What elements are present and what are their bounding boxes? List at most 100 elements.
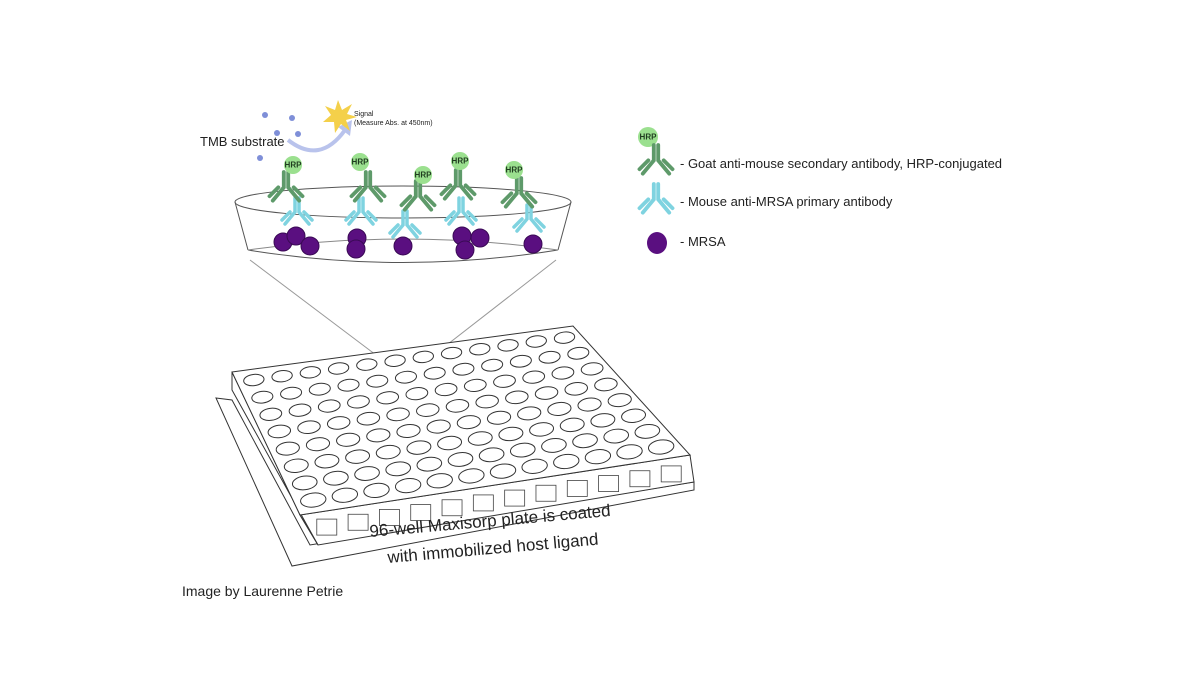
well <box>456 415 481 430</box>
well <box>345 449 371 464</box>
well <box>356 358 378 371</box>
mrsa-cell <box>300 236 320 256</box>
svg-text:HRP: HRP <box>352 158 370 167</box>
legend: HRP - Goat anti-mouse secondary antibody,… <box>637 127 1002 254</box>
signal-sub-label: (Measure Abs. at 450nm) <box>354 120 433 127</box>
svg-text:HRP: HRP <box>415 171 433 180</box>
tmb-substrate-dots <box>257 112 301 161</box>
well <box>607 393 632 408</box>
well <box>505 390 529 405</box>
magnified-well <box>234 185 572 359</box>
well <box>517 406 542 421</box>
well <box>564 381 588 396</box>
primary-antibody <box>280 196 314 226</box>
hrp-enzyme: HRP <box>351 153 369 171</box>
well <box>259 407 283 421</box>
svg-text:HRP: HRP <box>452 157 470 166</box>
well-tube <box>472 494 494 512</box>
well-tube <box>410 504 432 521</box>
well <box>366 374 389 388</box>
mrsa-cell <box>393 236 413 256</box>
well <box>385 461 412 477</box>
well <box>347 395 370 409</box>
well <box>280 386 303 400</box>
well <box>529 422 555 437</box>
well <box>356 411 381 426</box>
well <box>299 366 322 379</box>
well <box>621 408 647 423</box>
well <box>467 431 493 446</box>
well <box>394 477 422 494</box>
well <box>267 424 292 439</box>
well <box>275 441 300 456</box>
well-tube <box>566 480 588 497</box>
well <box>297 420 321 435</box>
signal-label: Signal <box>354 111 374 118</box>
well <box>336 432 361 447</box>
well <box>412 350 434 364</box>
well <box>251 390 274 404</box>
well <box>590 413 616 428</box>
well <box>475 394 499 409</box>
well <box>326 416 351 430</box>
well-tube <box>379 509 400 526</box>
well <box>434 382 458 397</box>
well <box>458 468 485 484</box>
well <box>493 374 516 388</box>
well <box>437 435 463 451</box>
secondary-antibody <box>399 179 437 212</box>
well <box>489 463 517 479</box>
well <box>394 370 417 384</box>
mrsa-cell <box>523 234 543 254</box>
substrate-label: TMB substrate <box>200 134 285 149</box>
well <box>538 350 561 364</box>
well <box>486 410 512 425</box>
mrsa-cell <box>455 240 475 260</box>
well <box>376 391 400 405</box>
well <box>551 366 575 380</box>
hrp-enzyme: HRP <box>414 166 432 184</box>
secondary-antibody <box>267 170 305 203</box>
well-tube <box>598 475 619 492</box>
hrp-enzyme: HRP <box>638 127 658 147</box>
well <box>300 492 327 508</box>
hrp-enzyme: HRP <box>284 156 302 174</box>
well <box>416 456 443 472</box>
secondary-antibody <box>439 168 477 201</box>
well <box>577 397 602 412</box>
legend-label: - Goat anti-mouse secondary antibody, HR… <box>680 156 1002 171</box>
well-tube <box>504 489 526 507</box>
well <box>541 438 567 453</box>
well <box>354 466 380 481</box>
primary-antibody-icon <box>637 182 675 215</box>
well <box>525 335 547 348</box>
well <box>452 362 475 376</box>
well <box>426 419 451 434</box>
well <box>331 487 359 503</box>
well <box>509 354 532 368</box>
well <box>553 453 580 470</box>
well <box>572 433 598 449</box>
well <box>283 458 309 473</box>
well <box>603 428 630 444</box>
hrp-enzyme: HRP <box>451 152 469 170</box>
well <box>497 339 519 352</box>
well <box>327 362 350 375</box>
svg-text:HRP: HRP <box>506 166 524 175</box>
well <box>547 401 572 416</box>
well <box>521 458 548 474</box>
96-well-plate <box>215 325 695 567</box>
secondary-antibody <box>500 176 538 209</box>
well <box>594 377 618 392</box>
mrsa-cell <box>470 228 490 248</box>
well <box>584 449 612 465</box>
mrsa-cell <box>346 239 366 259</box>
well <box>647 439 675 455</box>
well <box>363 482 390 499</box>
well <box>384 354 406 367</box>
well <box>445 399 470 413</box>
reaction-arrow <box>286 128 347 153</box>
well <box>498 426 524 442</box>
svg-text:HRP: HRP <box>640 133 658 142</box>
